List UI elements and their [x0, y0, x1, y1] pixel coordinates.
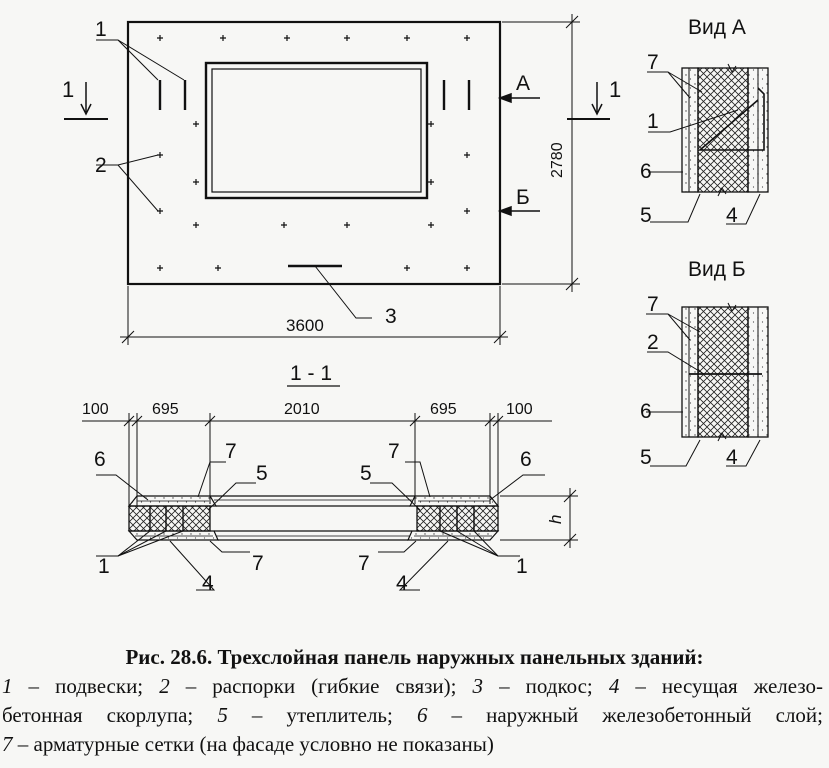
facade-view: 1 1 А Б 2780: [62, 14, 621, 345]
spacers: [157, 35, 470, 271]
panel-outline: [126, 20, 502, 286]
view-b-mesh: [688, 307, 759, 437]
section-mark-left: [64, 82, 108, 120]
view-b-outer-layer: [681, 306, 699, 438]
caption-title: Рис. 28.6. Трехслойная панель наружных п…: [125, 645, 704, 669]
section-label-4-right: 4: [396, 572, 408, 595]
dim-695-right: 695: [430, 401, 457, 418]
caption-text-3: – подкос;: [483, 674, 609, 698]
view-a-label-4: 4: [726, 204, 738, 227]
view-b-label-2: 2: [647, 331, 659, 354]
section-dimension-chain: [82, 413, 552, 506]
view-arrow-a-label: А: [516, 72, 530, 95]
height-dimension: [502, 14, 580, 292]
view-a-label-1: 1: [647, 110, 659, 133]
leaders-facade: [96, 39, 372, 319]
dim-2010: 2010: [284, 401, 320, 418]
section-mark-right-label: 1: [609, 77, 621, 102]
width-dimension-label: 3600: [286, 316, 324, 335]
height-dimension-label: 2780: [549, 142, 566, 178]
view-a-break-bottom: [717, 187, 727, 197]
caption-num-2: 2: [159, 674, 170, 698]
window-opening-inner: [211, 68, 422, 193]
caption-line-2: бетонная скорлупа; 5 – утеплитель; 6 – н…: [0, 701, 829, 730]
section-label-7-top-right: 7: [388, 440, 400, 463]
view-a-title: Вид А: [688, 16, 746, 39]
caption-num-3: 3: [472, 674, 484, 698]
section-label-1-left: 1: [98, 555, 110, 578]
section-label-5-left: 5: [256, 462, 268, 485]
caption-num-6: 6: [416, 703, 428, 727]
section-label-5-right: 5: [360, 462, 372, 485]
section-label-7-bottom-right: 7: [358, 552, 370, 575]
view-a-label-7: 7: [647, 51, 659, 74]
section-view: 1 - 1 100 695 2010 695 100: [82, 362, 578, 595]
section-leaders: [96, 461, 545, 591]
section-label-6-left: 6: [94, 448, 106, 471]
facade-label-2: 2: [95, 154, 107, 177]
view-b: Вид Б 7 2 6 5 4: [640, 258, 769, 469]
section-mark-left-label: 1: [62, 77, 74, 102]
view-arrow-b: [497, 205, 540, 217]
view-b-label-6: 6: [640, 400, 652, 423]
section-label-1-right: 1: [516, 555, 528, 578]
view-arrow-b-label: Б: [516, 186, 530, 209]
caption-text-5: – утеплитель;: [227, 703, 417, 727]
view-a-outer-layer: [681, 67, 699, 193]
view-b-label-5: 5: [640, 446, 652, 469]
section-label-6-right: 6: [520, 448, 532, 471]
section-title: 1 - 1: [290, 362, 332, 385]
section-label-7-top-left: 7: [225, 440, 237, 463]
view-b-label-4: 4: [726, 446, 738, 469]
hangers: [158, 80, 471, 110]
caption-line-3: 7 – арматурные сетки (на фасаде условно …: [0, 730, 829, 759]
view-b-leaders: [646, 313, 761, 467]
width-dimension: [120, 286, 508, 345]
window-opening: [204, 61, 429, 200]
section-h-dimension: [500, 488, 578, 548]
caption-text-7: – арматурные сетки (на фасаде условно не…: [12, 732, 494, 756]
view-a-hanger: [697, 87, 765, 151]
section-label-7-bottom-left: 7: [252, 552, 264, 575]
view-b-title: Вид Б: [688, 258, 746, 281]
caption-text-1: – подвески;: [12, 674, 160, 698]
dim-695-left: 695: [152, 401, 179, 418]
view-b-label-7: 7: [647, 293, 659, 316]
view-a-break-top: [727, 63, 737, 73]
figure-caption: Рис. 28.6. Трехслойная панель наружных п…: [0, 643, 829, 759]
section-label-4-left: 4: [202, 572, 214, 595]
view-a: Вид А 7 1 6 5 4: [640, 16, 769, 227]
view-b-break-top: [727, 302, 737, 312]
view-a-label-5: 5: [640, 204, 652, 227]
section-h-label: h: [546, 515, 565, 524]
dim-100-right: 100: [506, 401, 533, 418]
caption-num-5: 5: [217, 703, 228, 727]
caption-num-4: 4: [608, 674, 620, 698]
caption-num-7: 7: [2, 732, 13, 756]
view-b-insulation: [697, 306, 749, 438]
caption-num-1: 1: [2, 674, 13, 698]
caption-text-4b: бетонная скорлупа;: [2, 703, 218, 727]
dim-100-left: 100: [82, 401, 109, 418]
view-a-label-6: 6: [640, 160, 652, 183]
view-arrow-a: [497, 92, 540, 104]
section-panel: [127, 495, 500, 541]
facade-label-3: 3: [385, 305, 397, 328]
caption-text-2: – распорки (гибкие связи);: [169, 674, 473, 698]
view-b-break-bottom: [717, 432, 727, 442]
section-mark-right: [567, 82, 610, 120]
facade-label-1: 1: [95, 18, 107, 41]
view-a-leaders: [647, 71, 761, 225]
caption-text-6: – наружный железобетонный слой;: [427, 703, 824, 727]
caption-text-4a: – несущая железо-: [619, 674, 824, 698]
caption-line-1: 1 – подвески; 2 – распорки (гибкие связи…: [0, 672, 829, 701]
panel-drawing: 1 1 А Б 2780: [62, 14, 769, 595]
